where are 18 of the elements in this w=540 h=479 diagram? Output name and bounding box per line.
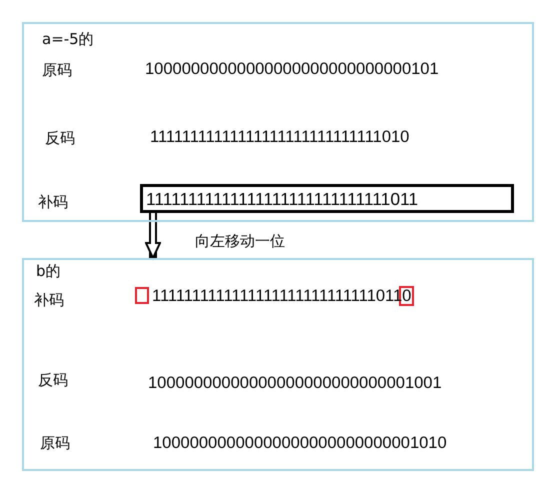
- highlight-box: [140, 184, 514, 213]
- binary-text: 10000000000000000000000000001010: [153, 433, 447, 453]
- row-label: 补码: [38, 193, 68, 211]
- binary-text: 10000000000000000000000000001001: [148, 373, 442, 393]
- row-label: 原码: [42, 61, 72, 79]
- binary-text: 10000000000000000000000000000101: [145, 59, 439, 79]
- edge-label: 向左移动一位: [195, 232, 285, 250]
- panel-heading: b的: [36, 262, 61, 280]
- row-label: 反码: [38, 371, 68, 389]
- binary-text: 11111111111111111111111111111011: [146, 189, 418, 209]
- panel-heading: a=-5的: [42, 30, 94, 48]
- row-label: 原码: [40, 434, 70, 452]
- row-label: 补码: [34, 291, 64, 309]
- binary-text: 11111111111111111111111111111010: [150, 127, 410, 147]
- row-label: 反码: [45, 129, 75, 147]
- panel-box: [22, 22, 534, 222]
- marker-box: [135, 287, 149, 304]
- panel-box: [22, 258, 534, 471]
